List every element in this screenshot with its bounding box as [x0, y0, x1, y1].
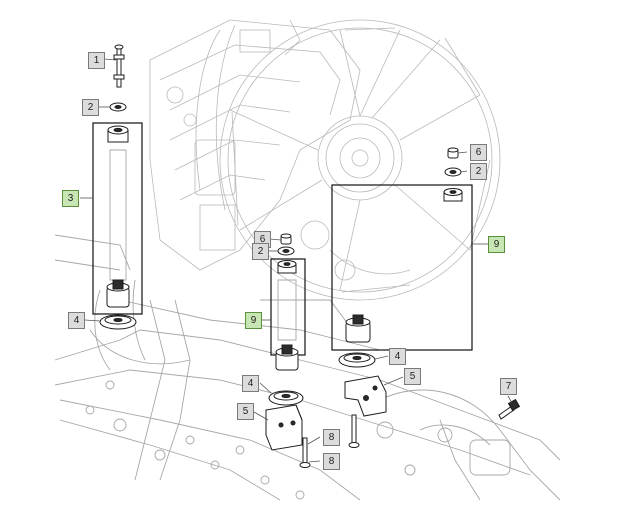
leader-lines — [80, 58, 513, 463]
engine-block-linework — [149, 19, 361, 271]
callout-part-8[interactable]: 8 — [323, 453, 340, 470]
cup-washer-part-4-left — [99, 314, 137, 330]
nut-part-6-center — [280, 233, 292, 245]
callout-part-4[interactable]: 4 — [242, 375, 259, 392]
callout-part-2[interactable]: 2 — [252, 243, 269, 260]
mount-group-box-3 — [92, 122, 143, 315]
cup-washer-part-4-center — [268, 390, 304, 406]
cup-washer-part-4-right — [338, 352, 376, 368]
spacer-center — [277, 260, 297, 341]
fan-linework — [219, 19, 501, 301]
callout-part-7[interactable]: 7 — [500, 378, 517, 395]
callout-part-5[interactable]: 5 — [237, 403, 254, 420]
isolator-left — [106, 279, 130, 308]
callout-part-4[interactable]: 4 — [389, 348, 406, 365]
washer-part-2-center — [277, 246, 295, 256]
callout-part-3[interactable]: 3 — [62, 190, 79, 207]
callout-part-2[interactable]: 2 — [82, 99, 99, 116]
callout-part-5[interactable]: 5 — [404, 368, 421, 385]
bracket-part-5-right — [344, 375, 387, 417]
washer-part-2-right — [444, 167, 462, 177]
isolator-right — [345, 314, 371, 343]
bolt-part-8-upper — [348, 414, 360, 448]
callout-part-9[interactable]: 9 — [245, 312, 262, 329]
bolt-part-1 — [113, 44, 125, 88]
bracket-part-5-center — [265, 404, 303, 451]
callout-part-8[interactable]: 8 — [323, 429, 340, 446]
spacer-right — [443, 188, 463, 202]
callout-part-9[interactable]: 9 — [488, 236, 505, 253]
callout-part-6[interactable]: 6 — [470, 144, 487, 161]
washer-part-2-left — [109, 102, 127, 112]
isolator-center — [275, 344, 299, 371]
bolt-part-8-lower — [299, 437, 311, 468]
bolt-part-7 — [498, 398, 521, 420]
callout-part-2[interactable]: 2 — [470, 163, 487, 180]
nut-part-6-right — [447, 147, 459, 159]
callout-part-4[interactable]: 4 — [68, 312, 85, 329]
callout-part-1[interactable]: 1 — [88, 52, 105, 69]
frame-linework — [54, 234, 561, 501]
spacer-left — [107, 125, 129, 281]
